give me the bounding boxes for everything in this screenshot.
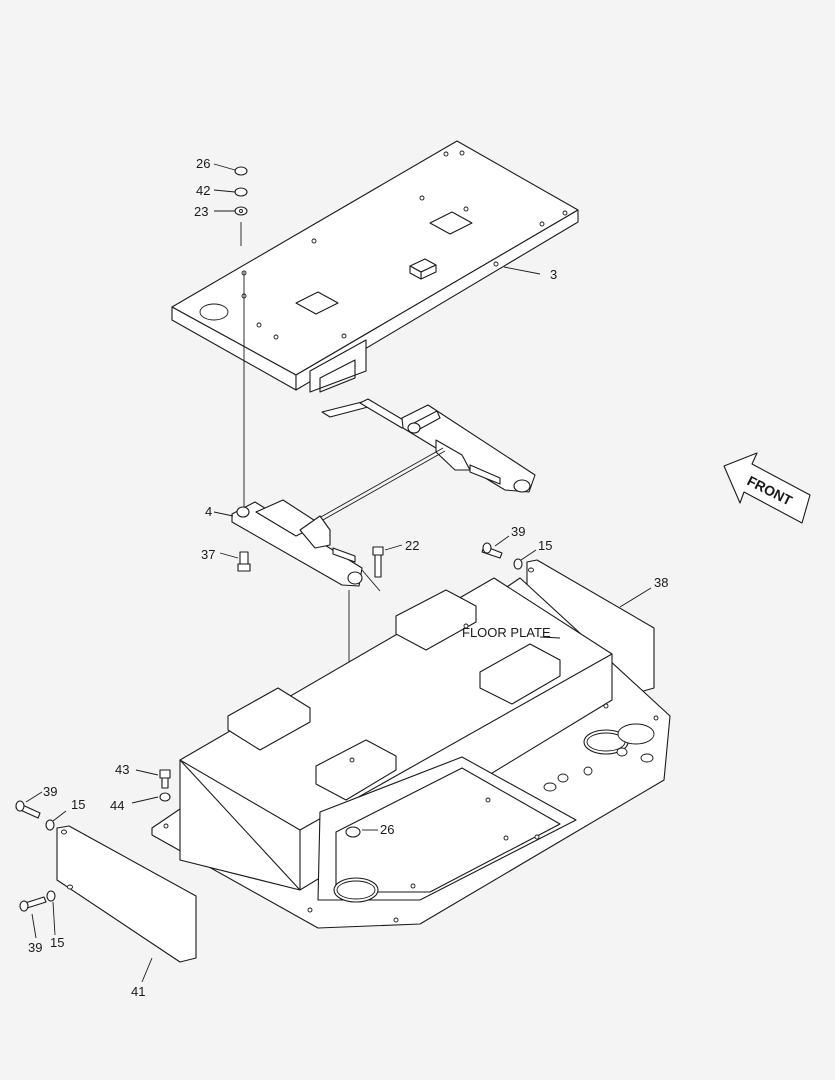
callout-43: 43 [115,762,129,777]
bolt-22 [372,544,403,578]
floor-brackets [227,589,593,801]
callout-44: 44 [110,798,124,813]
callout-39-left-bottom: 39 [28,940,42,955]
latch-assembly [213,499,381,592]
callout-15-left-bottom: 15 [50,935,64,950]
bolt-39-left-bottom [19,890,56,939]
callout-26-bottom: 26 [380,822,394,837]
bolt-39-left-top [15,791,67,831]
floor-plate-label: FLOOR PLATE [462,625,551,640]
callout-26-top: 26 [196,156,210,171]
callout-4: 4 [205,504,212,519]
callout-38: 38 [654,575,668,590]
callout-42: 42 [196,183,210,198]
callout-37: 37 [201,547,215,562]
callout-15-left-top: 15 [71,797,85,812]
callout-15-right: 15 [538,538,552,553]
bolt-37 [219,551,251,572]
callout-41: 41 [131,984,145,999]
callout-39-right: 39 [511,524,525,539]
callout-22: 22 [405,538,419,553]
nut-26-bottom [345,826,378,838]
cover-plate [171,140,579,393]
latch-handle-assembly [321,398,536,493]
bolt-43-washer-44 [131,769,171,804]
side-panel-41 [56,825,197,983]
callout-39-left-top: 39 [43,784,57,799]
hardware-stack-top [213,163,248,246]
callout-3: 3 [550,267,557,282]
bolt-39-right [481,535,537,570]
callout-23: 23 [194,204,208,219]
front-direction-arrow [723,452,811,524]
